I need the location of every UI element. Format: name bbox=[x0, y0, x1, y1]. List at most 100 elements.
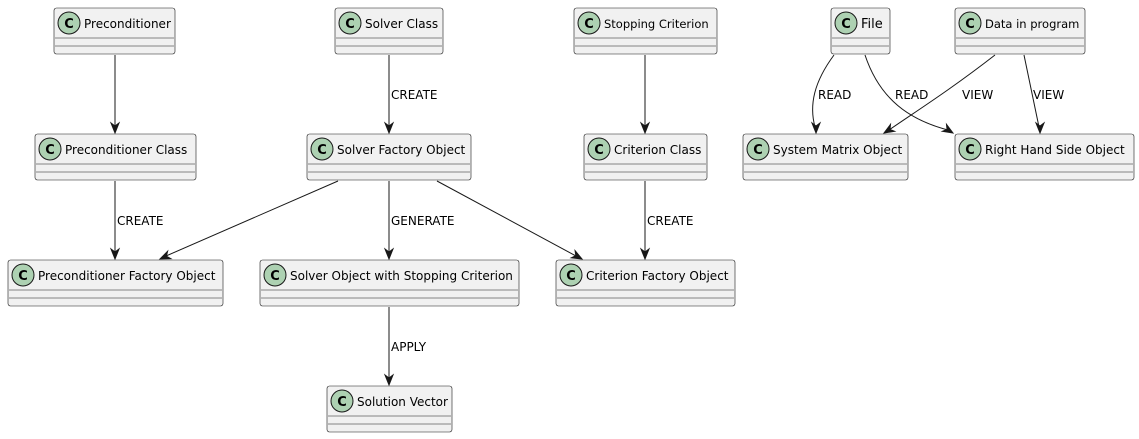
arrowhead bbox=[1034, 121, 1046, 135]
class-preconditioner[interactable]: C Preconditioner bbox=[53, 7, 176, 55]
class-box bbox=[954, 7, 1086, 55]
arrowhead bbox=[810, 121, 822, 135]
class-stereotype-icon bbox=[746, 137, 770, 161]
edge-stopping-criterion-to-criterion-class bbox=[639, 55, 651, 135]
edge-line bbox=[888, 54, 996, 131]
class-stereotype-letter: C bbox=[566, 269, 576, 284]
arrowhead bbox=[383, 247, 395, 261]
class-box bbox=[954, 133, 1135, 181]
edge-solver-factory-object-to-preconditioner-factory-object bbox=[158, 180, 339, 260]
class-box bbox=[742, 133, 909, 181]
edge-data-in-program-to-right-hand-side-object: VIEW bbox=[1023, 54, 1064, 135]
edge-line bbox=[864, 54, 949, 131]
class-criterion-class[interactable]: C Criterion Class bbox=[583, 133, 708, 181]
class-name: File bbox=[861, 17, 883, 32]
class-stereotype-letter: C bbox=[45, 143, 55, 158]
class-solver-factory-object[interactable]: C Solver Factory Object bbox=[306, 133, 472, 181]
class-solution-vector[interactable]: C Solution Vector bbox=[326, 385, 453, 433]
class-name: Solver Factory Object bbox=[337, 143, 466, 157]
class-box bbox=[259, 259, 520, 307]
edge-preconditioner-class-to-preconditioner-factory-object: CREATE bbox=[109, 181, 164, 261]
arrowhead bbox=[639, 247, 651, 261]
arrowhead bbox=[940, 122, 955, 134]
class-stereotype-icon bbox=[330, 389, 354, 413]
class-stereotype-letter: C bbox=[337, 395, 347, 410]
class-right-hand-side-object[interactable]: C Right Hand Side Object bbox=[954, 133, 1135, 181]
class-stereotype-icon bbox=[310, 137, 334, 161]
class-stereotype-icon bbox=[57, 11, 81, 35]
edge-file-to-right-hand-side-object: READ bbox=[864, 54, 955, 134]
edge-line bbox=[436, 180, 577, 257]
class-stereotype-letter: C bbox=[965, 143, 975, 158]
class-box bbox=[306, 133, 472, 181]
edge-label: VIEW bbox=[962, 88, 993, 102]
edge-line bbox=[812, 54, 835, 128]
class-file[interactable]: C File bbox=[830, 7, 891, 55]
class-stereotype-letter: C bbox=[841, 17, 851, 32]
class-stereotype-letter: C bbox=[753, 143, 763, 158]
edge-line bbox=[1023, 54, 1040, 128]
class-box bbox=[555, 259, 736, 307]
edge-label: READ bbox=[818, 88, 851, 102]
class-box bbox=[34, 133, 197, 181]
edge-label: CREATE bbox=[647, 214, 694, 228]
class-box bbox=[53, 7, 176, 55]
arrowhead bbox=[109, 247, 121, 261]
class-stereotype-letter: C bbox=[64, 17, 74, 32]
class-stereotype-letter: C bbox=[345, 17, 355, 32]
class-name: Preconditioner bbox=[84, 17, 171, 31]
class-name: Stopping Criterion bbox=[604, 17, 709, 31]
class-box bbox=[583, 133, 708, 181]
edges-layer: CREATE CREATE GENERATE CREATE APPLY READ READ V… bbox=[109, 54, 1064, 387]
arrowhead bbox=[109, 121, 121, 135]
edge-file-to-system-matrix-object: READ bbox=[810, 54, 851, 135]
class-stereotype-icon bbox=[11, 263, 35, 287]
class-name: System Matrix Object bbox=[773, 143, 903, 157]
arrowhead bbox=[882, 122, 897, 134]
class-preconditioner-factory-object[interactable]: C Preconditioner Factory Object bbox=[7, 259, 224, 307]
arrowhead bbox=[569, 249, 584, 260]
class-name: Data in program bbox=[985, 17, 1079, 31]
class-stereotype-letter: C bbox=[594, 143, 604, 158]
class-system-matrix-object[interactable]: C System Matrix Object bbox=[742, 133, 909, 181]
class-name: Solver Class bbox=[365, 17, 438, 31]
edge-label: APPLY bbox=[391, 340, 427, 354]
edge-line bbox=[165, 180, 339, 257]
class-stereotype-letter: C bbox=[18, 269, 28, 284]
class-stereotype-icon bbox=[38, 137, 62, 161]
class-name: Criterion Class bbox=[614, 143, 701, 157]
class-name: Solution Vector bbox=[357, 395, 448, 409]
class-name: Criterion Factory Object bbox=[586, 269, 729, 283]
class-stereotype-icon bbox=[559, 263, 583, 287]
class-name: Preconditioner Factory Object bbox=[38, 269, 216, 283]
class-criterion-factory-object[interactable]: C Criterion Factory Object bbox=[555, 259, 736, 307]
class-box bbox=[7, 259, 224, 307]
edge-solver-factory-object-to-solver-object: GENERATE bbox=[383, 181, 454, 261]
edge-label: CREATE bbox=[391, 88, 438, 102]
edge-solver-object-to-solution-vector: APPLY bbox=[383, 307, 427, 387]
class-stereotype-icon bbox=[587, 137, 611, 161]
arrowhead bbox=[383, 121, 395, 135]
arrowhead bbox=[639, 121, 651, 135]
class-stereotype-icon bbox=[958, 11, 982, 35]
edge-solver-factory-object-to-criterion-factory-object bbox=[436, 180, 584, 260]
edge-solver-class-to-solver-factory-object: CREATE bbox=[383, 55, 438, 135]
class-box bbox=[573, 7, 718, 55]
edge-label: READ bbox=[895, 88, 928, 102]
edge-label: CREATE bbox=[117, 214, 164, 228]
edge-label: VIEW bbox=[1033, 88, 1064, 102]
edge-data-in-program-to-system-matrix-object: VIEW bbox=[882, 54, 996, 134]
class-stereotype-icon bbox=[263, 263, 287, 287]
class-solver-class[interactable]: C Solver Class bbox=[334, 7, 444, 55]
class-stereotype-letter: C bbox=[317, 143, 327, 158]
class-box bbox=[334, 7, 444, 55]
arrowhead bbox=[158, 249, 173, 260]
class-name: Solver Object with Stopping Criterion bbox=[290, 269, 513, 283]
class-name: Right Hand Side Object bbox=[985, 143, 1125, 157]
